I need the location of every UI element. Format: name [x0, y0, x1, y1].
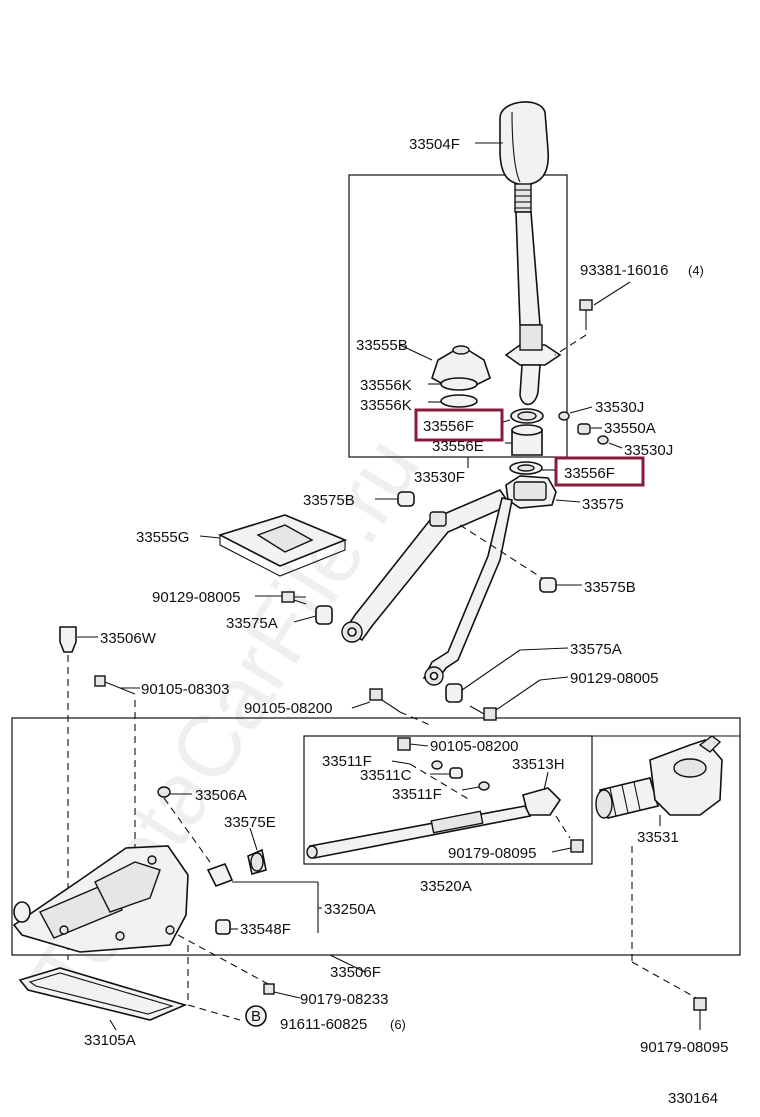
mark-b-letter: B: [251, 1008, 261, 1025]
yoke-33513H-icon: [522, 787, 562, 816]
label-33531: 33531: [637, 829, 679, 846]
bolt-90129-2-icon: [483, 707, 497, 721]
label-33506F: 33506F: [330, 964, 381, 981]
label-33556K-2: 33556K: [360, 397, 412, 414]
label-33556F-upper: 33556F: [423, 418, 474, 435]
shift-rod-frame: [303, 735, 593, 865]
bolt-90105-08303-icon: [94, 675, 106, 687]
label-33506A: 33506A: [195, 787, 247, 804]
lever-33250A-icon: [206, 862, 234, 888]
label-33511F-1: 33511F: [322, 753, 372, 770]
bushing-33575A-2-icon: [445, 683, 463, 703]
label-90179-08095-a: 90179-08095: [448, 845, 536, 862]
shift-lever-icon: [515, 211, 541, 326]
label-33520A: 33520A: [420, 878, 472, 895]
bolt-33506A-icon: [157, 786, 171, 798]
bolt-90179-08095-b-icon: [693, 997, 707, 1011]
label-33511C: 33511C: [360, 767, 412, 784]
label-90179-08233: 90179-08233: [300, 991, 388, 1008]
pin-33548F-icon: [215, 919, 231, 935]
label-33575A-2: 33575A: [570, 641, 622, 658]
label-33556K-1: 33556K: [360, 377, 412, 394]
bolt-90129-1-icon: [281, 591, 295, 603]
ring-33556K-2-icon: [440, 394, 478, 408]
shift-lever-frame: [348, 174, 568, 458]
label-91611-60825: 91611-60825: [280, 1016, 367, 1033]
label-33575: 33575: [582, 496, 624, 513]
label-33105A: 33105A: [84, 1032, 136, 1049]
ring-33556K-1-icon: [440, 377, 478, 391]
mark-b-icon: [245, 1005, 267, 1027]
transmission-frame: [11, 717, 741, 956]
bushing-33575B-1-icon: [397, 491, 415, 507]
label-33550A: 33550A: [604, 420, 656, 437]
label-33530F: 33530F: [414, 469, 465, 486]
bolt-93381-icon: [579, 299, 593, 311]
bolt-90105-08200-a-icon: [369, 688, 383, 701]
clip-33511F-2-icon: [478, 781, 490, 791]
label-90129-08005-2: 90129-08005: [570, 670, 658, 687]
shift-lever-arm-icon: [422, 497, 513, 683]
label-33555G: 33555G: [136, 529, 189, 546]
switch-33506W-icon: [59, 626, 77, 653]
label-33556E: 33556E: [432, 438, 484, 455]
gasket-33105A-icon: [18, 967, 188, 1021]
label-91611-qty: (6): [390, 1017, 406, 1032]
label-90179-08095-b: 90179-08095: [640, 1039, 728, 1056]
shift-knob-icon: [499, 101, 549, 186]
label-33506W: 33506W: [100, 630, 157, 647]
label-33575E: 33575E: [224, 814, 276, 831]
clip-33530J-2-icon: [597, 435, 609, 445]
label-90105-08200-a: 90105-08200: [244, 700, 332, 717]
pin-33511C-icon: [449, 767, 463, 779]
clip-33530J-1-icon: [558, 411, 570, 421]
label-93381-qty: (4): [688, 263, 704, 278]
highlight-33556F-lower: [554, 456, 645, 487]
label-33530J-2: 33530J: [624, 442, 673, 459]
bolt-90179-08095-a-icon: [570, 839, 584, 853]
lever-ball-icon: [519, 364, 541, 406]
label-93381-16016: 93381-16016: [580, 262, 668, 279]
bolt-90179-08233-icon: [263, 983, 275, 995]
bushing-33575A-1-icon: [315, 605, 333, 625]
label-33575B-1: 33575B: [303, 492, 355, 509]
highlight-33556F-upper: [414, 408, 504, 442]
label-33250A: 33250A: [324, 901, 376, 918]
label-90129-08005-1: 90129-08005: [152, 589, 240, 606]
label-33556F-lower: 33556F: [564, 465, 615, 482]
pin-33550A-icon: [577, 423, 591, 435]
label-33530J-1: 33530J: [595, 399, 644, 416]
clip-33511F-1-icon: [431, 760, 443, 770]
label-33504F: 33504F: [409, 136, 460, 153]
label-33575B-2: 33575B: [584, 579, 636, 596]
label-33555B: 33555B: [356, 337, 408, 354]
housing-33531-icon: [649, 739, 723, 816]
bolt-90105-08200-b-icon: [397, 737, 411, 751]
label-33511F-2: 33511F: [392, 786, 442, 803]
label-90105-08303: 90105-08303: [141, 681, 229, 698]
label-33548F: 33548F: [240, 921, 291, 938]
bushing-33575B-2-icon: [539, 577, 557, 593]
diagram-code: 330164: [668, 1090, 718, 1107]
label-33513H: 33513H: [512, 756, 565, 773]
select-lever-arm-icon: [343, 489, 512, 642]
label-33575A-1: 33575A: [226, 615, 278, 632]
label-90105-08200-b: 90105-08200: [430, 738, 518, 755]
